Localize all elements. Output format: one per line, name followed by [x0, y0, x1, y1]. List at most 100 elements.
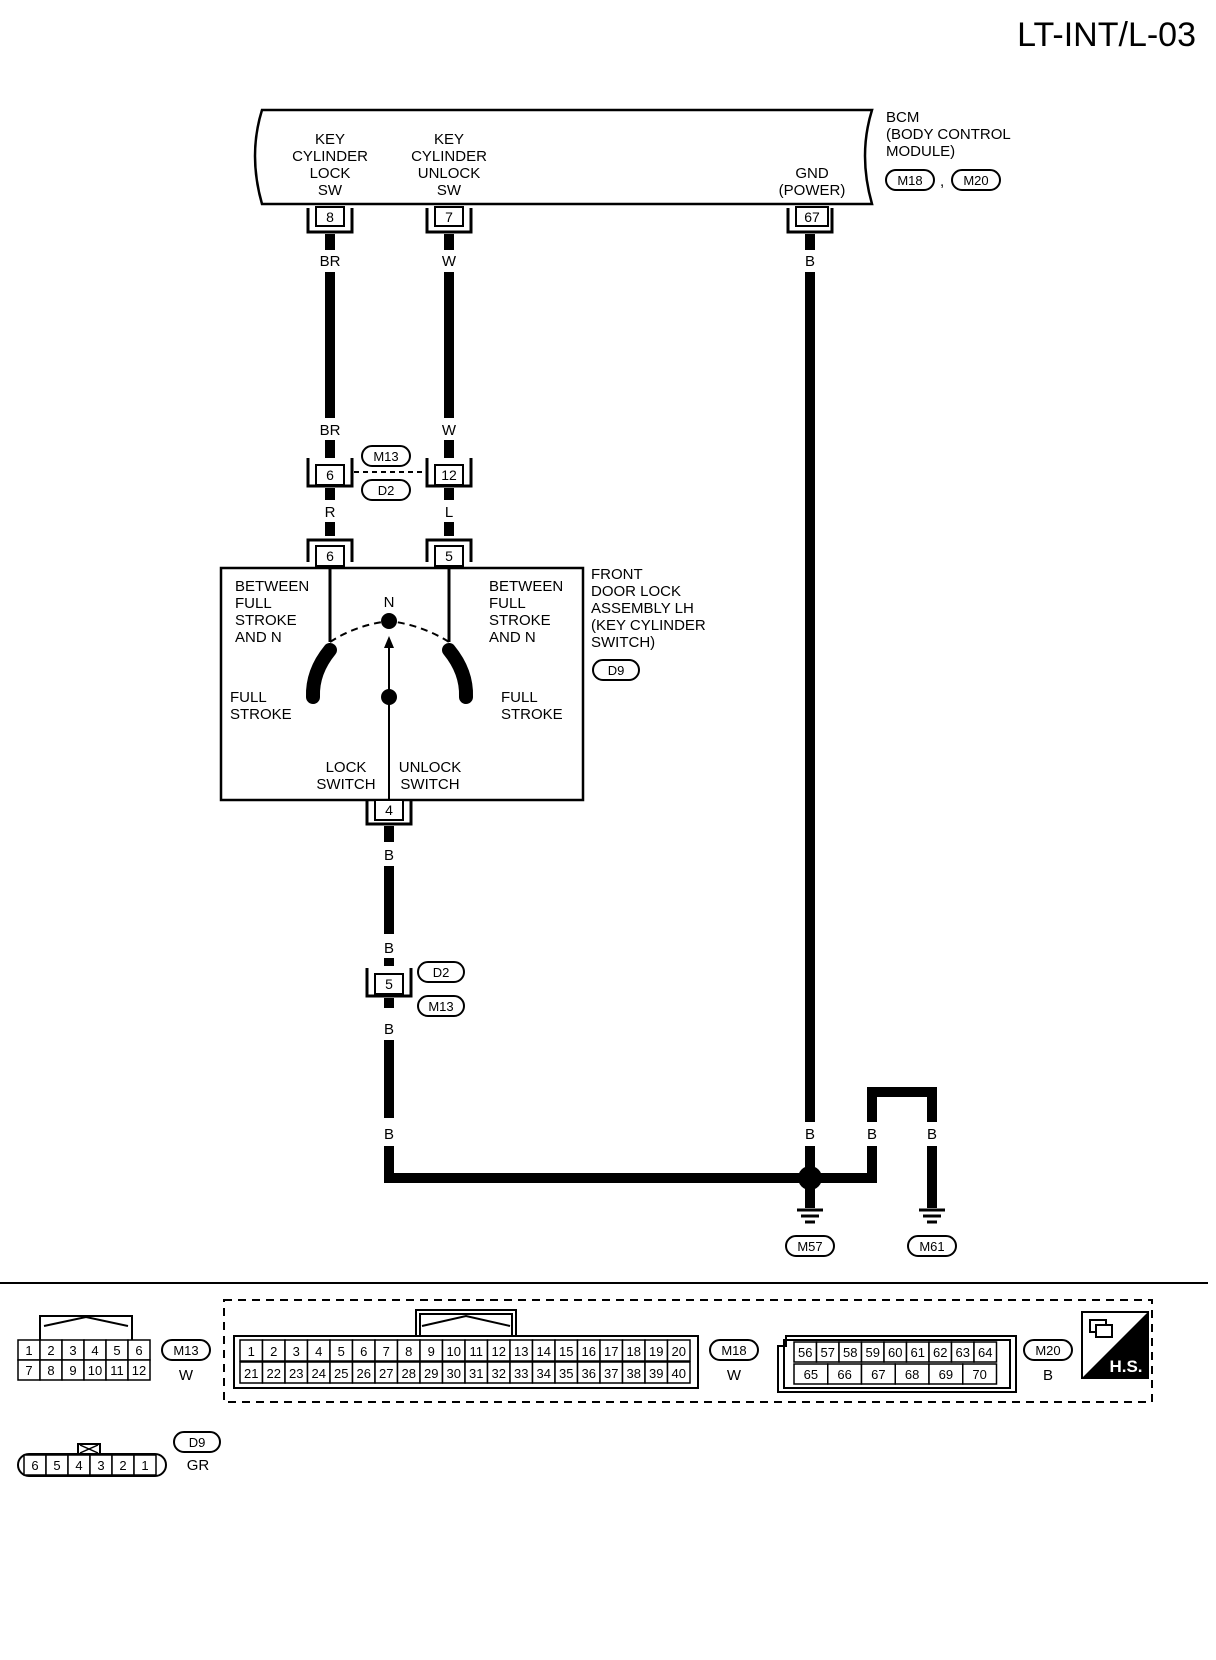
- m18-pin: 1: [248, 1344, 255, 1359]
- ground-symbol-m61: M61: [907, 1208, 957, 1257]
- svg-text:FRONT: FRONT: [591, 566, 643, 583]
- svg-text:W: W: [179, 1367, 194, 1384]
- m13-pin: 6: [135, 1343, 142, 1358]
- m18-pin: 32: [492, 1366, 506, 1381]
- m18-pin: 38: [627, 1366, 641, 1381]
- svg-text:H.S.: H.S.: [1109, 1357, 1142, 1376]
- m18-pin: 8: [405, 1344, 412, 1359]
- svg-text:STROKE: STROKE: [230, 706, 292, 723]
- svg-text:M13: M13: [373, 449, 398, 464]
- svg-text:KEY: KEY: [434, 131, 464, 148]
- svg-text:W: W: [727, 1367, 742, 1384]
- m18-pin: 12: [492, 1344, 506, 1359]
- svg-text:D2: D2: [433, 965, 450, 980]
- svg-text:GR: GR: [187, 1457, 210, 1474]
- m18-pin: 34: [537, 1366, 551, 1381]
- svg-text:DOOR LOCK: DOOR LOCK: [591, 583, 681, 600]
- m13-pin: 11: [110, 1363, 124, 1378]
- svg-text:(BODY CONTROL: (BODY CONTROL: [886, 126, 1011, 143]
- m20-pin: 59: [866, 1345, 880, 1360]
- m13-pin: 8: [47, 1363, 54, 1378]
- svg-text:SW: SW: [318, 182, 343, 199]
- d9-pin: 3: [97, 1458, 104, 1473]
- m18-pin: 17: [604, 1344, 618, 1359]
- d9-pin: 6: [31, 1458, 38, 1473]
- svg-text:AND N: AND N: [489, 629, 536, 646]
- m18-pin: 4: [315, 1344, 322, 1359]
- wire-color-gnd-bot-1: B: [805, 1126, 815, 1143]
- m20-pin: 65: [804, 1367, 818, 1382]
- svg-text:8: 8: [326, 209, 334, 225]
- m20-pin: 69: [939, 1367, 953, 1382]
- m18-pin: 18: [627, 1344, 641, 1359]
- m13-pin: 7: [25, 1363, 32, 1378]
- m20-pin: 61: [911, 1345, 925, 1360]
- svg-text:CYLINDER: CYLINDER: [292, 148, 368, 165]
- m13-pin: 4: [91, 1343, 98, 1358]
- m18-pin: 36: [582, 1366, 596, 1381]
- svg-text:UNLOCK: UNLOCK: [418, 165, 481, 182]
- wire-color-sw-out-1: B: [384, 847, 394, 864]
- svg-text:M13: M13: [428, 999, 453, 1014]
- joint-connector-top: 6 12 M13 D2: [306, 445, 473, 501]
- bcm-pin-7: 7: [425, 206, 473, 234]
- svg-text:FULL: FULL: [501, 689, 538, 706]
- svg-text:LOCK: LOCK: [310, 165, 351, 182]
- svg-text:BETWEEN: BETWEEN: [489, 578, 563, 595]
- wire-color-unlock-mid: W: [442, 422, 457, 439]
- m18-pin: 22: [267, 1366, 281, 1381]
- m18-pin: 26: [357, 1366, 371, 1381]
- svg-text:SWITCH: SWITCH: [316, 776, 375, 793]
- m20-pin: 64: [978, 1345, 992, 1360]
- m18-pin: 6: [360, 1344, 367, 1359]
- m18-pin: 14: [537, 1344, 551, 1359]
- svg-text:M13: M13: [173, 1343, 198, 1358]
- m18-pin: 37: [604, 1366, 618, 1381]
- m18-pin: 2: [270, 1344, 277, 1359]
- wire-color-sw-out-2: B: [384, 940, 394, 957]
- m18-pin: 29: [424, 1366, 438, 1381]
- svg-text:BETWEEN: BETWEEN: [235, 578, 309, 595]
- ground-symbol-m57: M57: [785, 1208, 835, 1257]
- m20-pin: 68: [905, 1367, 919, 1382]
- svg-text:SW: SW: [437, 182, 462, 199]
- m13-pin: 5: [113, 1343, 120, 1358]
- m18-pin: 16: [582, 1344, 596, 1359]
- m18-pin: 27: [379, 1366, 393, 1381]
- m18-pin: 23: [289, 1366, 303, 1381]
- m18-pin: 40: [672, 1366, 686, 1381]
- svg-text:D2: D2: [378, 483, 395, 498]
- m20-pin: 56: [798, 1345, 812, 1360]
- svg-text:ASSEMBLY LH: ASSEMBLY LH: [591, 600, 694, 617]
- svg-text:6: 6: [326, 548, 334, 564]
- bcm-title: BCM (BODY CONTROL MODULE) M18 , M20: [885, 109, 1011, 191]
- svg-text:N: N: [384, 594, 395, 611]
- m13-pin: 1: [25, 1343, 32, 1358]
- m20-pin: 60: [888, 1345, 902, 1360]
- m18-pin: 28: [402, 1366, 416, 1381]
- svg-text:M57: M57: [797, 1239, 822, 1254]
- svg-text:5: 5: [445, 548, 453, 564]
- wire-color-gnd-top: B: [805, 253, 815, 270]
- svg-text:LOCK: LOCK: [326, 759, 367, 776]
- bcm-connectors-frame: [223, 1299, 1153, 1403]
- svg-text:FULL: FULL: [489, 595, 526, 612]
- m13-pin: 2: [47, 1343, 54, 1358]
- svg-text:,: ,: [940, 173, 944, 190]
- m18-pin: 15: [559, 1344, 573, 1359]
- svg-text:M18: M18: [721, 1343, 746, 1358]
- m20-pin: 62: [933, 1345, 947, 1360]
- wire-color-gnd-bot-2: B: [867, 1126, 877, 1143]
- m13-pin: 9: [69, 1363, 76, 1378]
- svg-text:CYLINDER: CYLINDER: [411, 148, 487, 165]
- m18-pin: 30: [447, 1366, 461, 1381]
- svg-text:BCM: BCM: [886, 109, 919, 126]
- m20-pin: 66: [837, 1367, 851, 1382]
- door-lock-connector: D9: [608, 663, 625, 678]
- m18-pin: 25: [334, 1366, 348, 1381]
- svg-text:UNLOCK: UNLOCK: [399, 759, 462, 776]
- bcm-module: KEY CYLINDER LOCK SW KEY CYLINDER UNLOCK…: [253, 108, 874, 206]
- m18-pin: 35: [559, 1366, 573, 1381]
- m18-pin: 31: [469, 1366, 483, 1381]
